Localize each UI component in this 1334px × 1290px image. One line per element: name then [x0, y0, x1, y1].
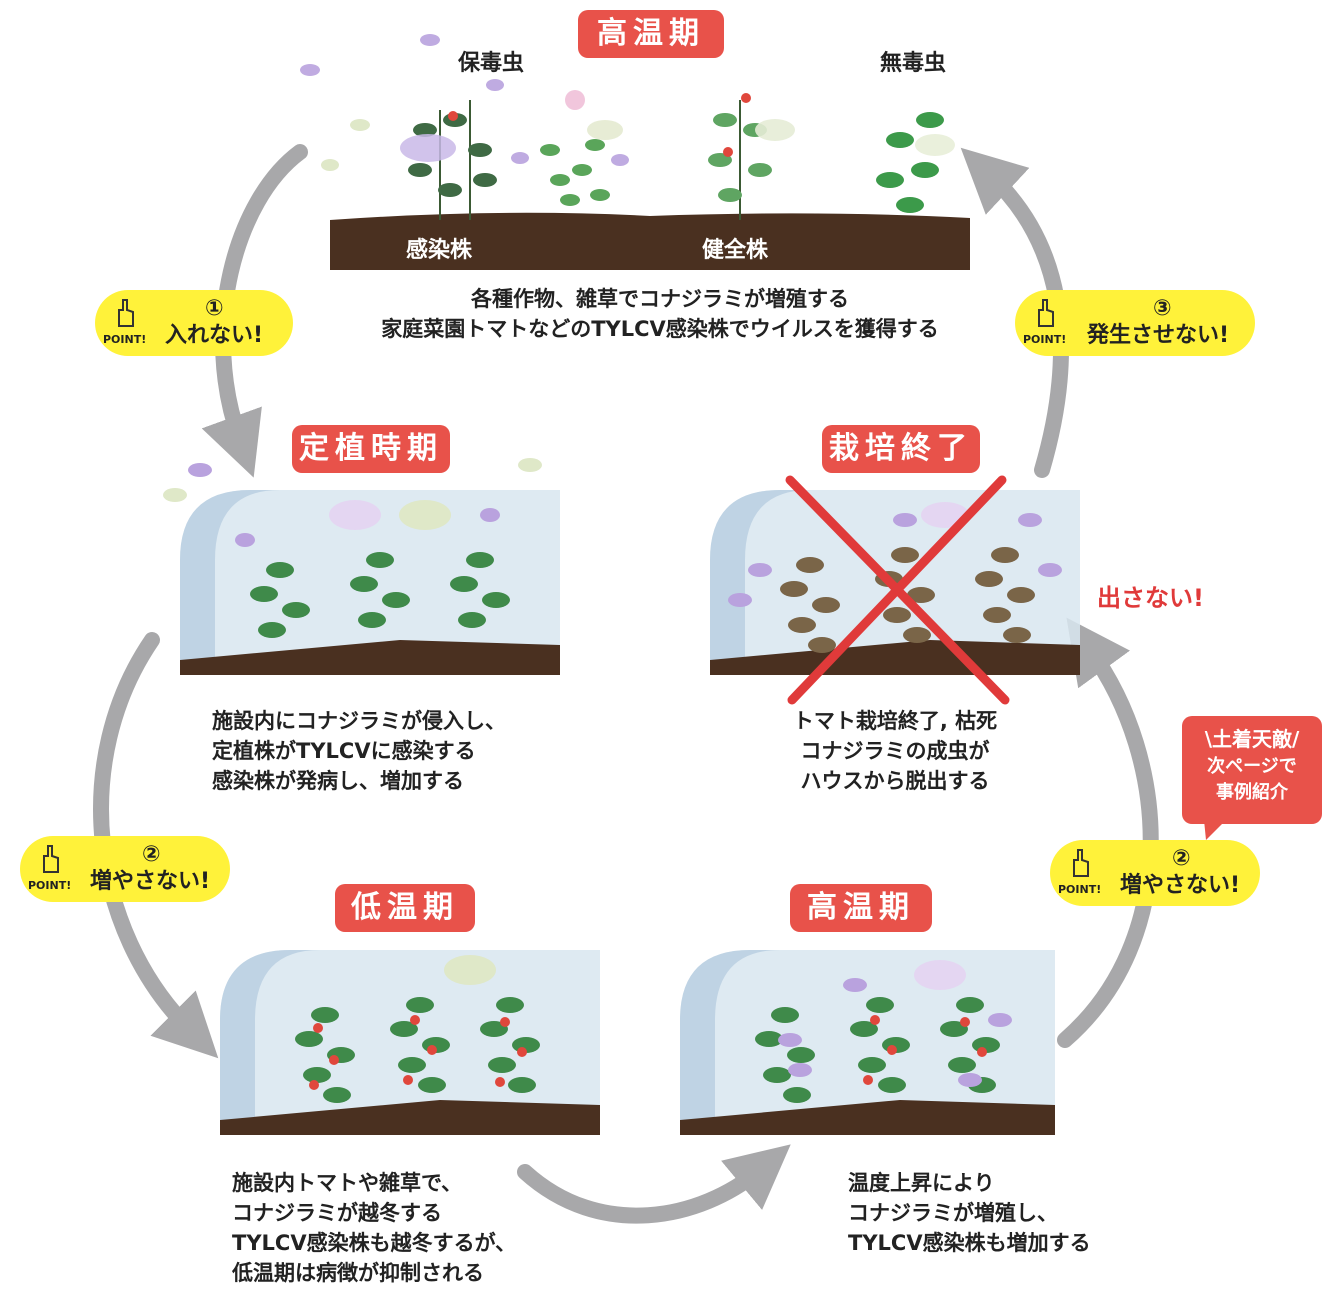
point-number: ③ — [1153, 296, 1172, 321]
pointing-hand-icon — [118, 299, 134, 327]
point-text: 発生させない! — [1087, 323, 1230, 348]
label-healthy: 健全株 — [702, 238, 769, 263]
point-label: POINT! — [1023, 333, 1067, 346]
stage-title-low: 低温期 — [335, 884, 475, 932]
caption-low-temp: 施設内トマトや雑草で、 コナジラミが越冬する TYLCV感染株も越冬するが、 低… — [232, 1171, 517, 1285]
stage-title-high: 高温期 — [790, 884, 932, 932]
arrow-planting-to-low — [93, 632, 219, 1059]
callout-line-3: 事例紹介 — [1216, 782, 1288, 803]
callout-line-1: \土着天敵/ — [1204, 727, 1300, 751]
point-badge-2-right: POINT! ② 増やさない! — [1050, 840, 1260, 906]
point-text: 入れない! — [165, 323, 264, 348]
point-badge-2-left: POINT! ② 増やさない! — [20, 836, 230, 902]
arrow-low-to-high — [517, 1144, 791, 1224]
greenhouse-low-temp — [220, 950, 600, 1135]
pointing-hand-icon — [1073, 849, 1089, 877]
arrow-top-to-planting — [201, 144, 308, 478]
label-infected: 感染株 — [406, 238, 473, 263]
point-label: POINT! — [103, 333, 147, 346]
point-text: 増やさない! — [90, 869, 211, 894]
callout-line-2: 次ページで — [1207, 756, 1297, 777]
pointing-hand-icon — [43, 845, 59, 873]
stage-title-end: 栽培終了 — [822, 425, 980, 473]
point-label: POINT! — [1058, 883, 1102, 896]
whitefly-group-top-left — [300, 64, 370, 171]
caption-end: トマト栽培終了, 枯死 コナジラミの成虫が ハウスから脱出する — [792, 709, 998, 793]
red-cross-mark — [785, 475, 1010, 705]
point-label: POINT! — [28, 879, 72, 892]
callout-tail — [1204, 820, 1226, 840]
point-badge-3: POINT! ③ 発生させない! — [1015, 290, 1255, 356]
whitefly-group-planting — [163, 458, 542, 502]
stage-title-top: 高温期 — [578, 10, 724, 58]
greenhouse-end — [710, 490, 1080, 675]
caption-high-temp: 温度上昇により コナジラミが増殖し、 TYLCV感染株も増加する — [848, 1171, 1091, 1255]
point-number: ② — [142, 842, 161, 867]
stage-title-planting: 定植時期 — [292, 425, 450, 473]
greenhouse-planting — [180, 490, 560, 675]
note-do-not-release: 出さない! — [1097, 584, 1204, 612]
greenhouse-high-temp — [680, 950, 1055, 1135]
point-text: 増やさない! — [1120, 873, 1241, 898]
point-number: ② — [1172, 846, 1191, 871]
natural-enemy-callout: \土着天敵/ 次ページで 事例紹介 — [1182, 716, 1322, 824]
label-nontoxic: 無毒虫 — [880, 51, 947, 76]
pointing-hand-icon — [1038, 299, 1054, 327]
label-carrier: 保毒虫 — [458, 51, 525, 76]
caption-top: 各種作物、雑草でコナジラミが増殖する 家庭菜園トマトなどのTYLCV感染株でウイ… — [381, 287, 939, 341]
whitefly-carrier — [400, 134, 456, 162]
top-field-illustration — [330, 34, 970, 270]
point-number: ① — [205, 296, 224, 321]
caption-planting: 施設内にコナジラミが侵入し、 定植株がTYLCVに感染する 感染株が発病し、増加… — [212, 709, 506, 793]
point-badge-1: POINT! ① 入れない! — [95, 290, 293, 356]
